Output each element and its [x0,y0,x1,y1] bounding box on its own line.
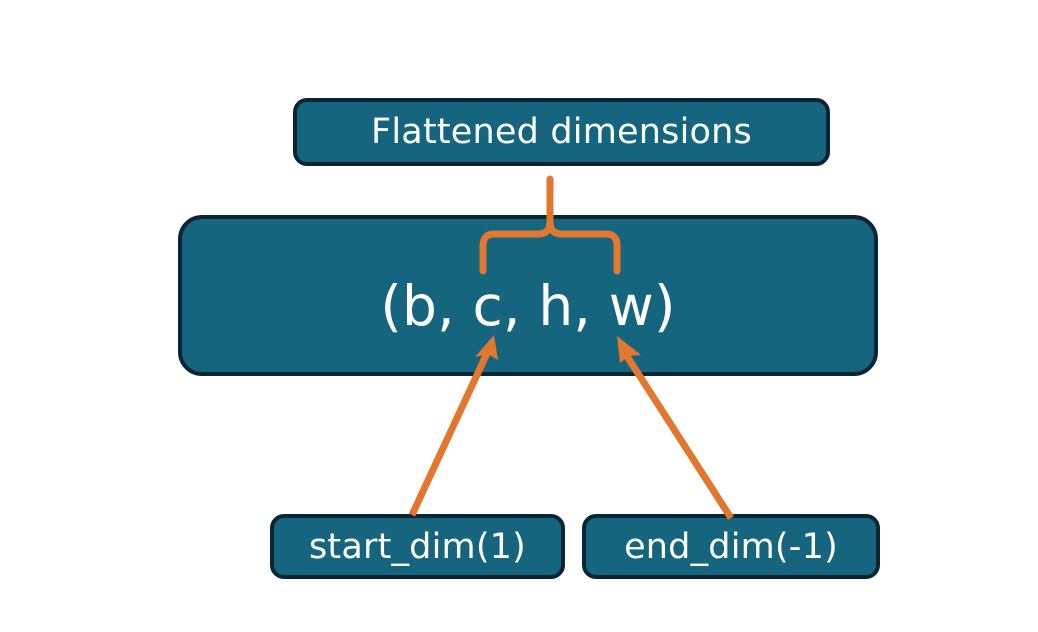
flattened-dimensions-label: Flattened dimensions [371,112,752,152]
start-dim-label: start_dim(1) [308,526,527,567]
tensor-shape-label: (b, c, h, w) [380,274,676,338]
start-dim-box: start_dim(1) [270,514,565,579]
end-dim-box: end_dim(-1) [582,514,880,579]
end-dim-label: end_dim(-1) [624,526,838,567]
flattened-dimensions-box: Flattened dimensions [293,98,830,166]
tensor-shape-box: (b, c, h, w) [178,215,878,376]
